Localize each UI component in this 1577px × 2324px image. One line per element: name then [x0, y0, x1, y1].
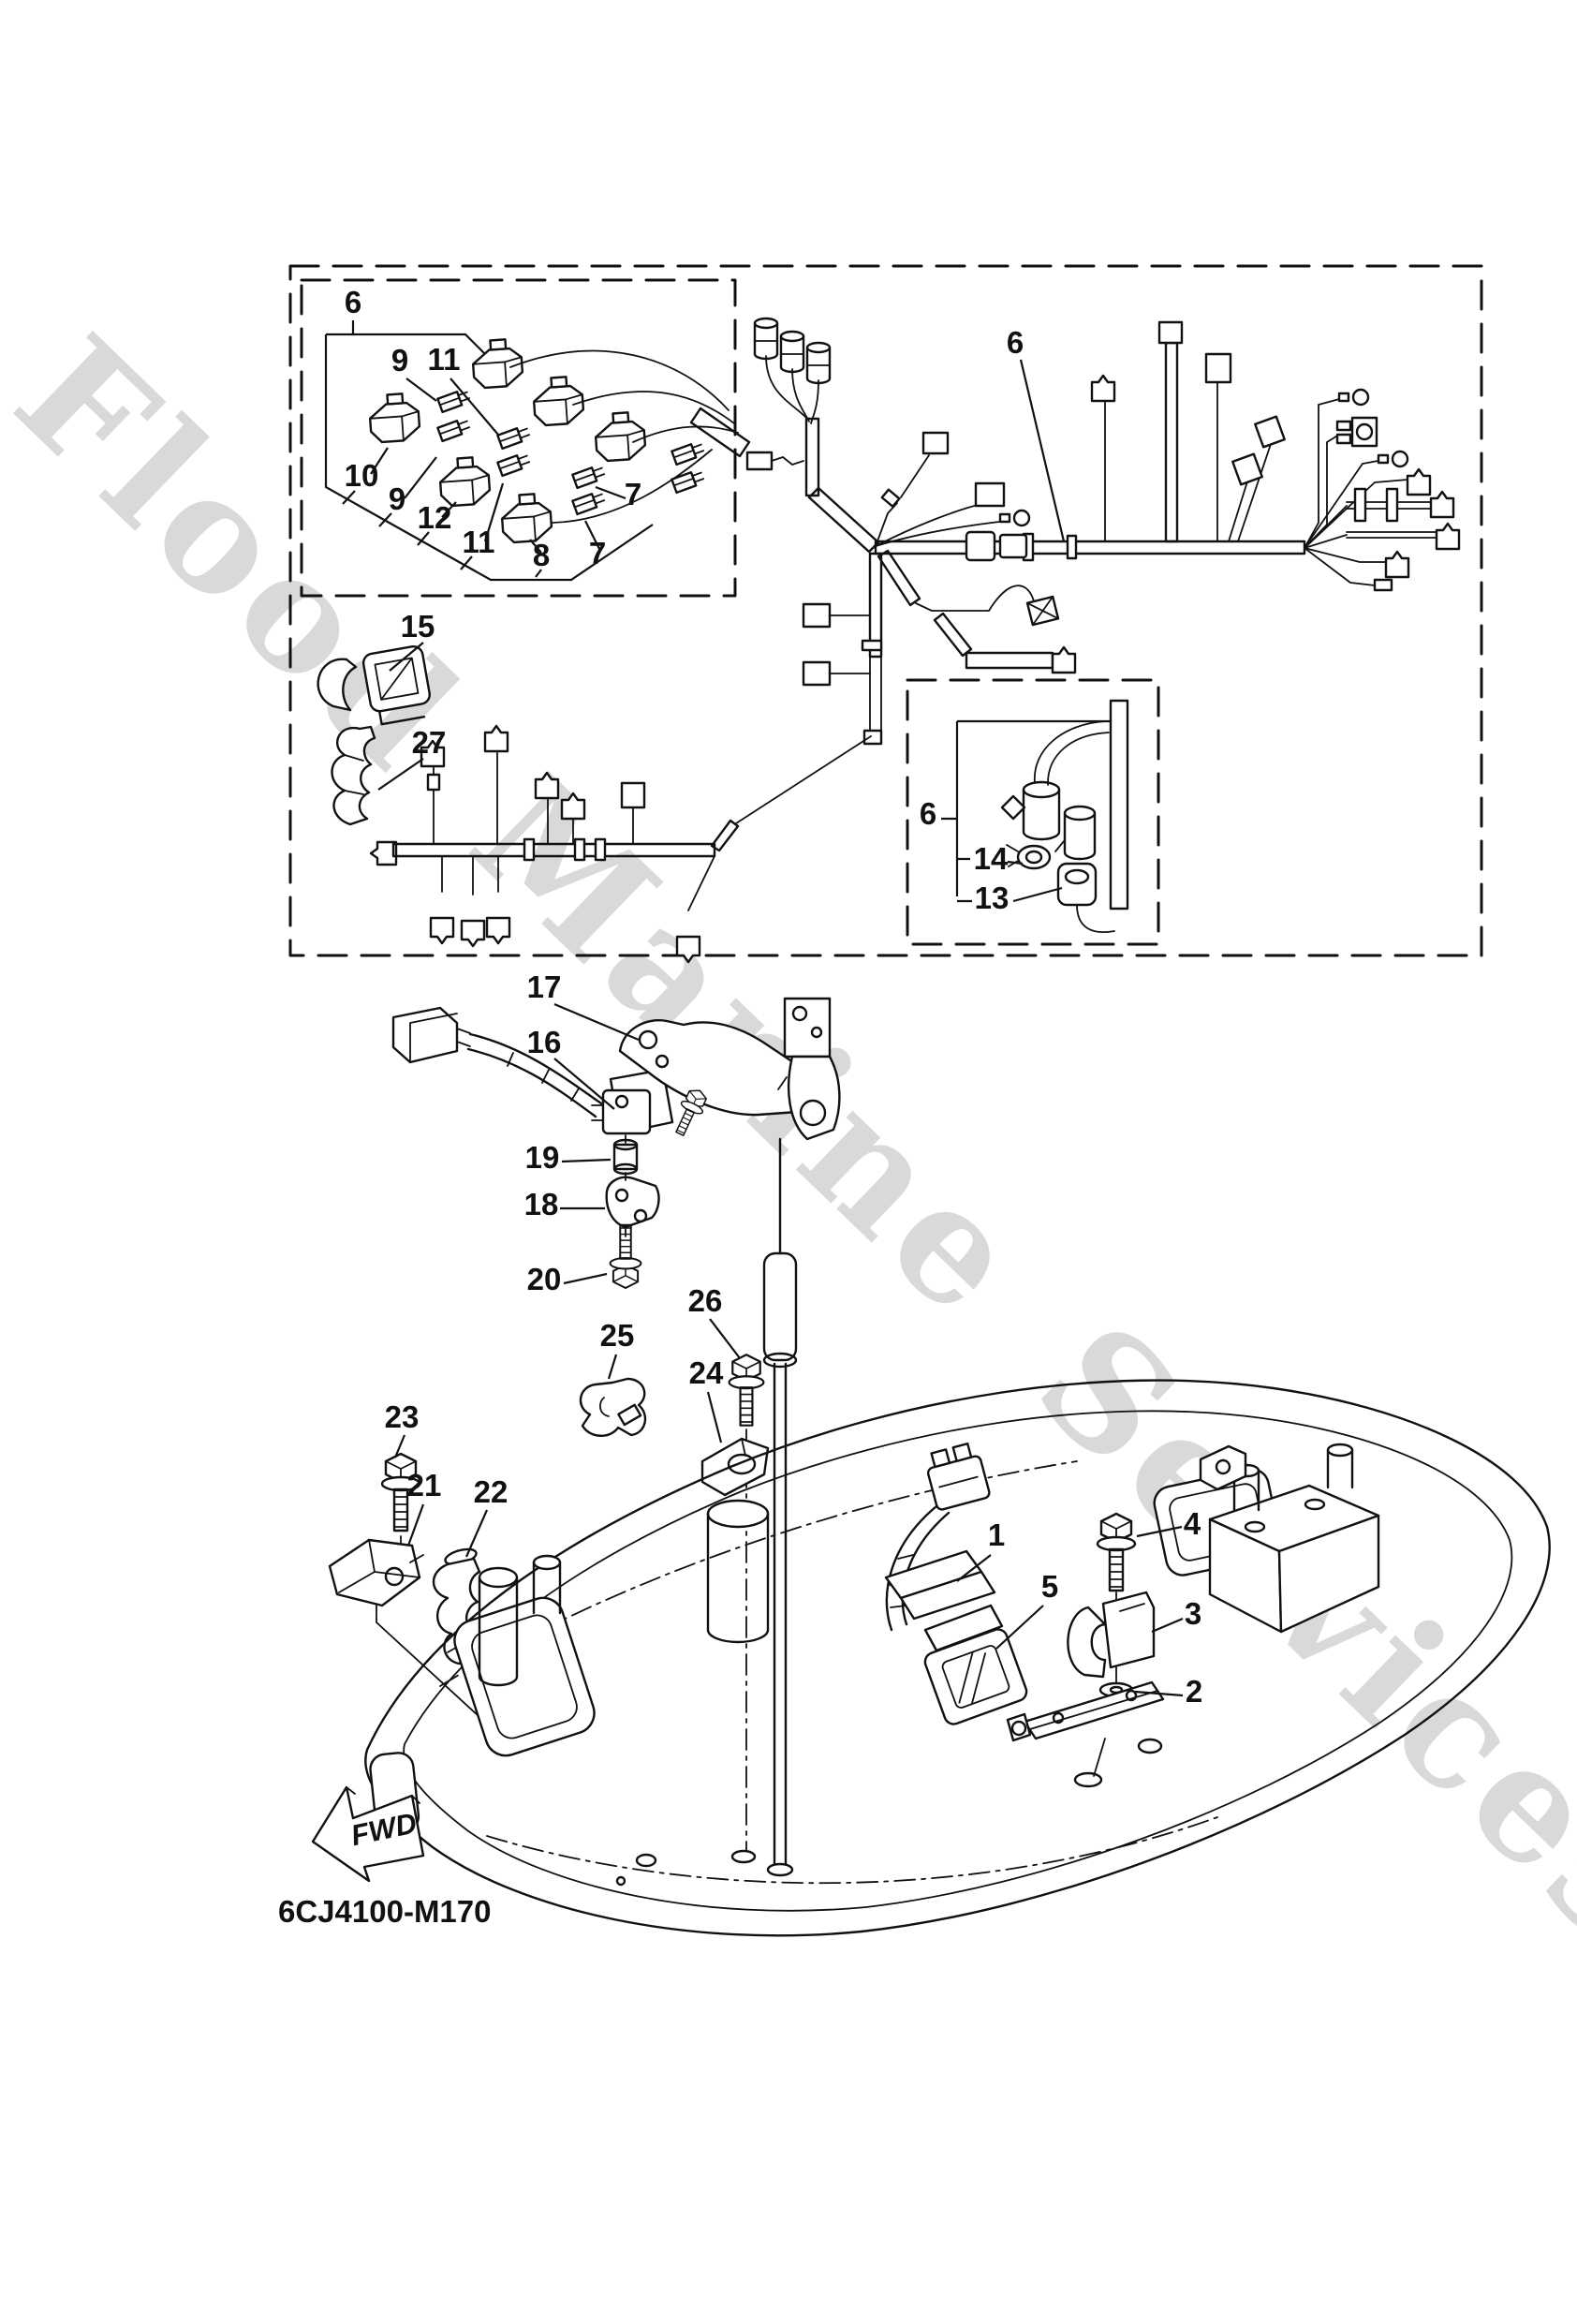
callout-11b: 11: [463, 525, 495, 559]
callout-19: 19: [525, 1140, 560, 1175]
connector-group-detail: [324, 320, 751, 582]
bracket-and-clamp-parts: [328, 1354, 770, 1864]
harness-clamp-15: [317, 644, 431, 726]
callout-9a: 9: [391, 343, 408, 377]
callout-15: 15: [401, 609, 435, 644]
callout-6-harness: 6: [1007, 325, 1024, 360]
coil-detail-dashed-box: [906, 678, 1160, 946]
harness-group-boxes: [288, 264, 1483, 957]
callout-1: 1: [988, 1517, 1005, 1552]
callout-20: 20: [527, 1262, 562, 1296]
callout-25: 25: [600, 1318, 635, 1353]
callout-16: 16: [527, 1025, 562, 1059]
callout-12: 12: [418, 500, 452, 535]
callout-26: 26: [688, 1283, 723, 1318]
bolt-4: [1096, 1512, 1137, 1592]
fwd-arrow: FWD: [311, 1785, 425, 1883]
neutral-switch-and-bracket: [391, 997, 841, 1877]
callout-21: 21: [407, 1468, 442, 1502]
engine-cover-box: [1199, 1443, 1380, 1634]
wire-lead-part1: [884, 1442, 1004, 1652]
outer-dashed-box: [288, 264, 1483, 957]
callout-24: 24: [689, 1355, 724, 1390]
callout-7b: 7: [625, 477, 641, 511]
callout-14: 14: [974, 841, 1009, 876]
seal-grommet-part5: [923, 1628, 1028, 1725]
callout-5: 5: [1041, 1569, 1058, 1604]
callout-6-connector-group: 6: [345, 285, 361, 319]
callout-23: 23: [385, 1399, 420, 1434]
callout-18: 18: [524, 1187, 559, 1221]
harness-clamp-27: [331, 725, 376, 826]
callout-10: 10: [345, 458, 379, 493]
callout-22: 22: [474, 1474, 508, 1509]
connector-detail-dashed-box: [300, 278, 737, 598]
callout-labels: 6 9 11 10 9 12 11 8 7 7 6 15 27 6 14 13 …: [345, 285, 1203, 1709]
callout-13: 13: [975, 881, 1010, 915]
callout-27: 27: [412, 725, 447, 760]
callout-17: 17: [527, 970, 562, 1004]
bolt-26: [728, 1354, 765, 1427]
cowling-posts: [478, 1499, 1163, 1887]
ignition-coil-detail: [941, 699, 1129, 933]
callout-7a: 7: [589, 536, 606, 570]
drawing-code: 6CJ4100-M170: [278, 1894, 492, 1929]
callout-8: 8: [533, 538, 550, 572]
callout-3: 3: [1185, 1596, 1201, 1631]
main-wire-harness-lower: [369, 724, 872, 964]
callout-2: 2: [1186, 1674, 1202, 1709]
bottom-cowling: FWD: [311, 1379, 1551, 1937]
bolt-clip-washer-group: [1006, 1512, 1165, 1788]
callout-6-coil: 6: [920, 796, 936, 831]
callout-4: 4: [1184, 1506, 1201, 1541]
main-wire-harness-upper: [745, 317, 1461, 746]
callout-9b: 9: [389, 481, 405, 516]
callout-11a: 11: [428, 342, 461, 377]
